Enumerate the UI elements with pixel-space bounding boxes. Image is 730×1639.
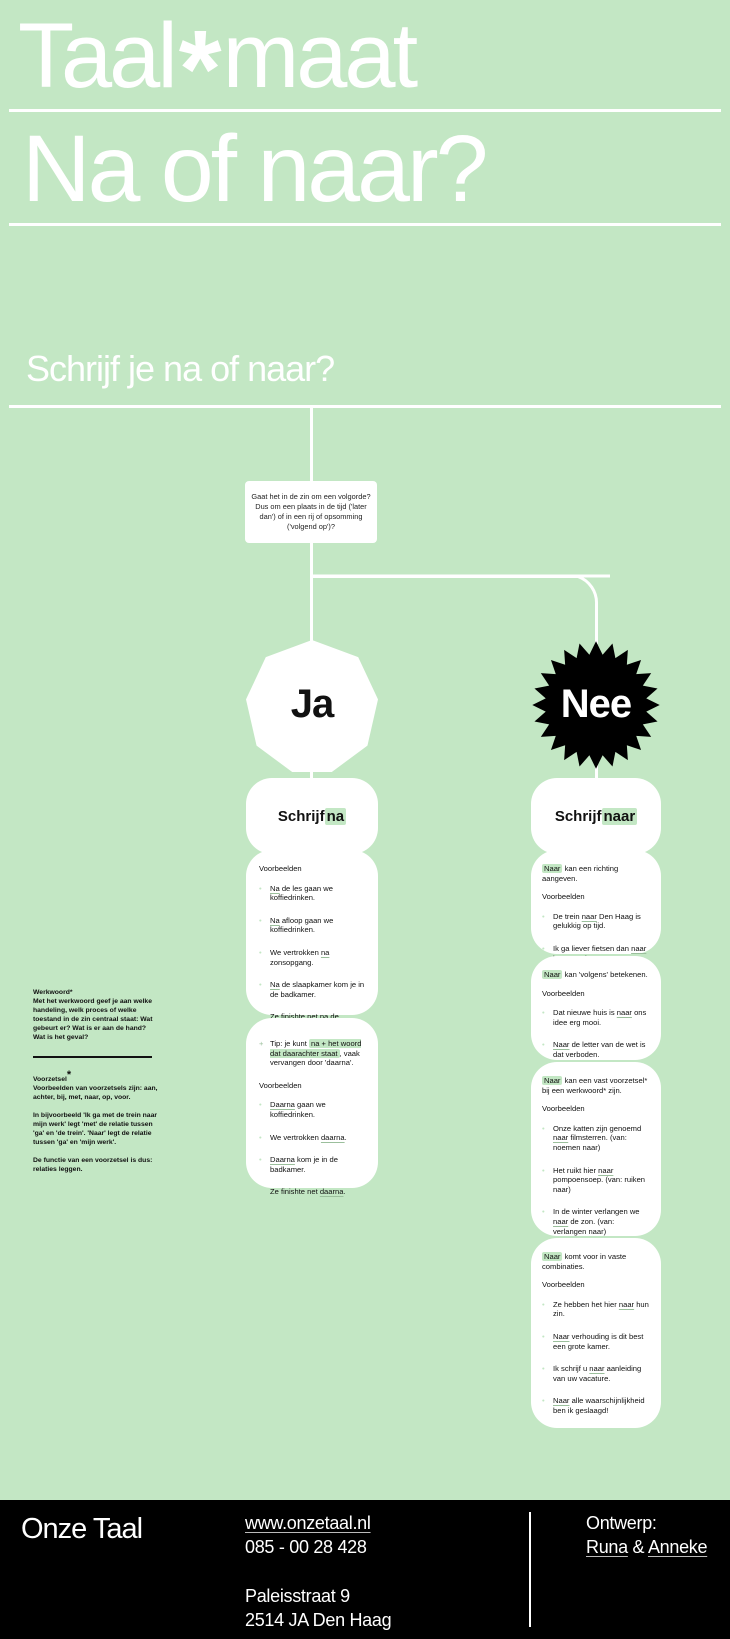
- divider: [33, 1056, 152, 1058]
- section-lead: Naar komt voor in vaste combinaties.: [542, 1252, 627, 1271]
- example-item: Naar de letter van de wet is dat verbode…: [542, 1040, 649, 1059]
- highlight-na: na: [324, 807, 347, 825]
- example-item: Naar verhouding is dit best een grote ka…: [542, 1332, 649, 1351]
- example-item: Daarna kom je in de badkamer.: [259, 1155, 366, 1174]
- heading-prefix: Schrijf: [277, 807, 325, 825]
- decision-box: Gaat het in de zin om een volgorde? Dus …: [245, 481, 377, 543]
- title-taal: Taal: [18, 5, 178, 107]
- ja-heading-card: Schrijf na: [246, 778, 378, 854]
- nee-section-card: Naar kan een richting aangeven. Voorbeeld…: [531, 850, 661, 963]
- highlight-naar: naar: [601, 807, 638, 825]
- question-heading: Schrijf je na of naar?: [26, 348, 335, 389]
- example-item: Ik schrijf u naar aanleiding van uw vaca…: [542, 1364, 649, 1383]
- examples-label: Voorbeelden: [542, 988, 585, 998]
- example-item: Onze katten zijn genoemd naar filmsterre…: [542, 1124, 649, 1153]
- examples-list: Dat nieuwe huis is naar ons idee erg moo…: [542, 1008, 649, 1059]
- example-item: Daarna gaan we koffiedrinken.: [259, 1100, 366, 1119]
- tip-item: Tip: je kunt na + het woord dat daaracht…: [259, 1039, 366, 1068]
- section-lead: Naar kan een vast voorzetsel* bij een we…: [542, 1076, 648, 1095]
- example-item: Ze finishte net daarna.: [259, 1187, 366, 1197]
- footer: Onze Taal www.onzetaal.nl 085 - 00 28 42…: [0, 1500, 730, 1639]
- footnotes: Werkwoord* Met het werkwoord geef je aan…: [33, 988, 158, 1183]
- footer-brand: Onze Taal: [21, 1513, 143, 1545]
- title-maat: maat: [222, 5, 419, 107]
- examples-label: Voorbeelden: [259, 1080, 302, 1090]
- nee-starburst-shape: [532, 641, 660, 769]
- example-item: Naar alle waarschijnlijkheid ben ik gesl…: [542, 1396, 649, 1415]
- no-label: Nee: [560, 682, 632, 726]
- flow-connector: [595, 760, 598, 780]
- example-item: De trein naar Den Haag is gelukkig op ti…: [542, 912, 649, 931]
- note-text: Voorbeelden van voorzetsels zijn: aan, a…: [33, 1085, 158, 1101]
- note-text: De functie van een voorzetsel is dus: re…: [33, 1157, 153, 1173]
- example-item: Dat nieuwe huis is naar ons idee erg moo…: [542, 1008, 649, 1027]
- note-title: Voorzetsel*: [33, 1069, 72, 1084]
- examples-label: Voorbeelden: [259, 864, 302, 873]
- contact-block: www.onzetaal.nl 085 - 00 28 428: [245, 1511, 371, 1559]
- flow-connector: [310, 406, 313, 781]
- heading-prefix: Schrijf: [554, 807, 602, 825]
- website-link[interactable]: www.onzetaal.nl: [245, 1513, 371, 1533]
- designer-link-runa[interactable]: Runa: [586, 1537, 628, 1557]
- divider: [9, 223, 721, 226]
- phone-number: 085 - 00 28 428: [245, 1537, 367, 1557]
- ja-tip-card: Tip: je kunt na + het woord dat daaracht…: [246, 1018, 378, 1197]
- nee-section-card: Naar komt voor in vaste combinaties. Voor…: [531, 1238, 661, 1428]
- ja-octagon-shape: [246, 640, 378, 772]
- examples-label: Voorbeelden: [542, 892, 585, 902]
- example-item: In de winter verlangen we naar de zon. (…: [542, 1207, 649, 1236]
- designer-link-anneke[interactable]: Anneke: [647, 1537, 708, 1557]
- section-lead: Naar kan een richting aangeven.: [542, 864, 619, 883]
- example-item: Ze hebben het hier naar hun zin.: [542, 1300, 649, 1319]
- design-label: Ontwerp:: [586, 1513, 657, 1533]
- examples-label: Voorbeelden: [542, 1280, 585, 1290]
- example-item: Het ruikt hier naar pompoensoep. (van: r…: [542, 1166, 649, 1195]
- city-address: 2514 JA Den Haag: [245, 1610, 392, 1630]
- street-address: Paleisstraat 9: [245, 1586, 350, 1606]
- example-item: We vertrokken daarna.: [259, 1133, 366, 1143]
- ja-examples-card: Voorbeelden Na de les gaan we koffiedrin…: [246, 850, 378, 1031]
- examples-label: Voorbeelden: [542, 1104, 585, 1114]
- address-block: Paleisstraat 9 2514 JA Den Haag: [245, 1584, 392, 1632]
- examples-list: Na de les gaan we koffiedrinken. Na afloo…: [259, 884, 366, 1032]
- examples-list: Onze katten zijn genoemd naar filmsterre…: [542, 1124, 649, 1236]
- divider: [9, 109, 721, 112]
- example-item: Na afloop gaan we koffiedrinken.: [259, 916, 366, 935]
- examples-list: Daarna gaan we koffiedrinken. We vertrokk…: [259, 1100, 366, 1197]
- example-item: Na de slaapkamer kom je in de badkamer.: [259, 980, 366, 999]
- logo-title: Taal*maat: [18, 8, 418, 131]
- yes-label: Ja: [290, 682, 335, 726]
- tip-list: Tip: je kunt na + het woord dat daaracht…: [259, 1039, 366, 1068]
- credits-block: Ontwerp: Runa & Anneke: [586, 1513, 708, 1557]
- divider: [9, 405, 721, 408]
- note-title: Werkwoord*: [33, 989, 73, 996]
- examples-list: Ze hebben het hier naar hun zin. Naar ver…: [542, 1300, 649, 1416]
- example-item: Na de les gaan we koffiedrinken.: [259, 884, 366, 903]
- asterisk-icon: *: [66, 1069, 72, 1081]
- page-title: Na of naar?: [22, 116, 488, 222]
- nee-section-card: Naar kan een vast voorzetsel* bij een we…: [531, 1062, 661, 1236]
- nee-section-card: Naar kan 'volgens' betekenen. Voorbeelden…: [531, 956, 661, 1060]
- note-text: In bijvoorbeeld 'Ik ga met de trein naar…: [33, 1112, 157, 1146]
- divider: [529, 1512, 531, 1627]
- note-text: Met het werkwoord geef je aan welke hand…: [33, 998, 153, 1041]
- section-lead: Naar kan 'volgens' betekenen.: [542, 970, 648, 979]
- example-item: We vertrokken na zonsopgang.: [259, 948, 366, 967]
- flow-connector-branch: [311, 574, 610, 644]
- nee-heading-card: Schrijf naar: [531, 778, 661, 854]
- asterisk-icon: *: [178, 8, 222, 131]
